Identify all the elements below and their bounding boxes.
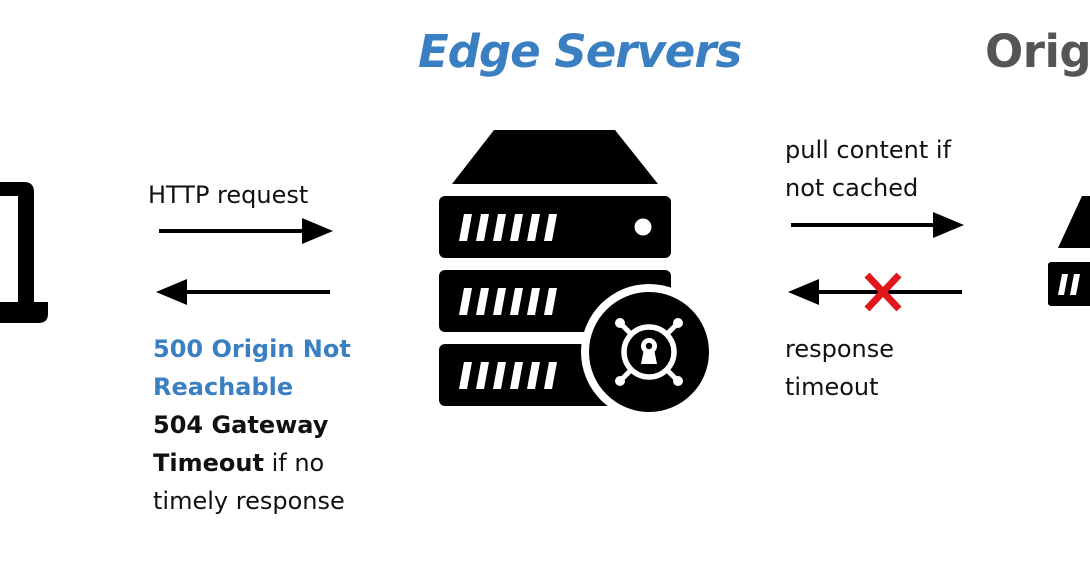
pull-content-line1: pull content if <box>785 136 952 164</box>
error-response-label: 500 Origin Not Reachable 504 Gateway Tim… <box>153 330 351 520</box>
request-arrow <box>159 218 333 244</box>
server-icon <box>1048 196 1090 306</box>
edge-servers-heading: Edge Servers <box>418 25 742 78</box>
http-request-label: HTTP request <box>148 181 309 209</box>
response-timeout-label: response timeout <box>785 330 894 406</box>
error-504-line3: timely response <box>153 487 345 515</box>
laptop-icon <box>0 182 48 323</box>
response-timeout-line2: timeout <box>785 373 879 401</box>
origin-heading: Origi <box>985 25 1090 78</box>
error-500-line1: 500 Origin Not <box>153 335 351 363</box>
pull-content-label: pull content if not cached <box>785 131 951 207</box>
error-response-arrow <box>156 279 330 305</box>
timeout-rest-text: if no <box>263 449 325 477</box>
pull-content-line2: not cached <box>785 174 919 202</box>
error-504-line1: 504 Gateway <box>153 411 329 439</box>
timeout-bold-text: Timeout <box>153 449 264 477</box>
vault-lock-icon <box>581 284 717 420</box>
error-504-line2: Timeout if no <box>153 444 351 482</box>
error-500-line2: Reachable <box>153 373 294 401</box>
red-x-icon <box>864 272 902 312</box>
response-timeout-line1: response <box>785 335 895 363</box>
pull-content-arrow <box>791 212 964 238</box>
